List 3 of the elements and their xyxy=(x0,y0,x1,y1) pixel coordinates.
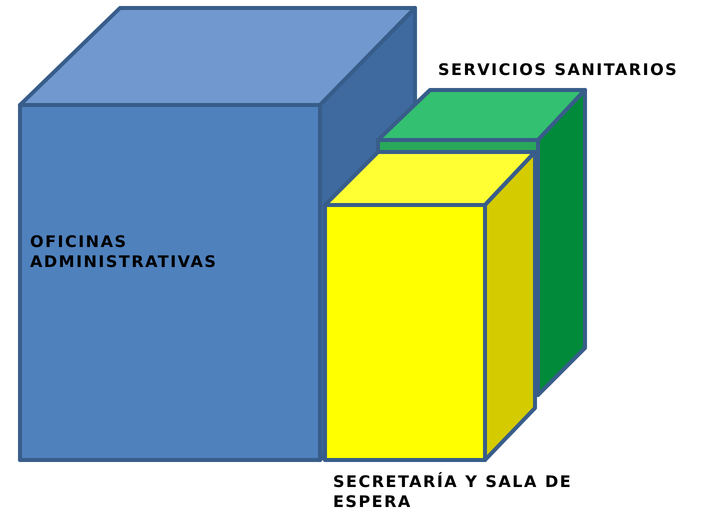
block-label: SERVICIOS SANITARIOS xyxy=(438,60,680,80)
block-label: OFICINAS ADMINISTRATIVAS xyxy=(30,232,218,272)
block-label: SECRETARÍA Y SALA DE ESPERA xyxy=(333,472,574,512)
